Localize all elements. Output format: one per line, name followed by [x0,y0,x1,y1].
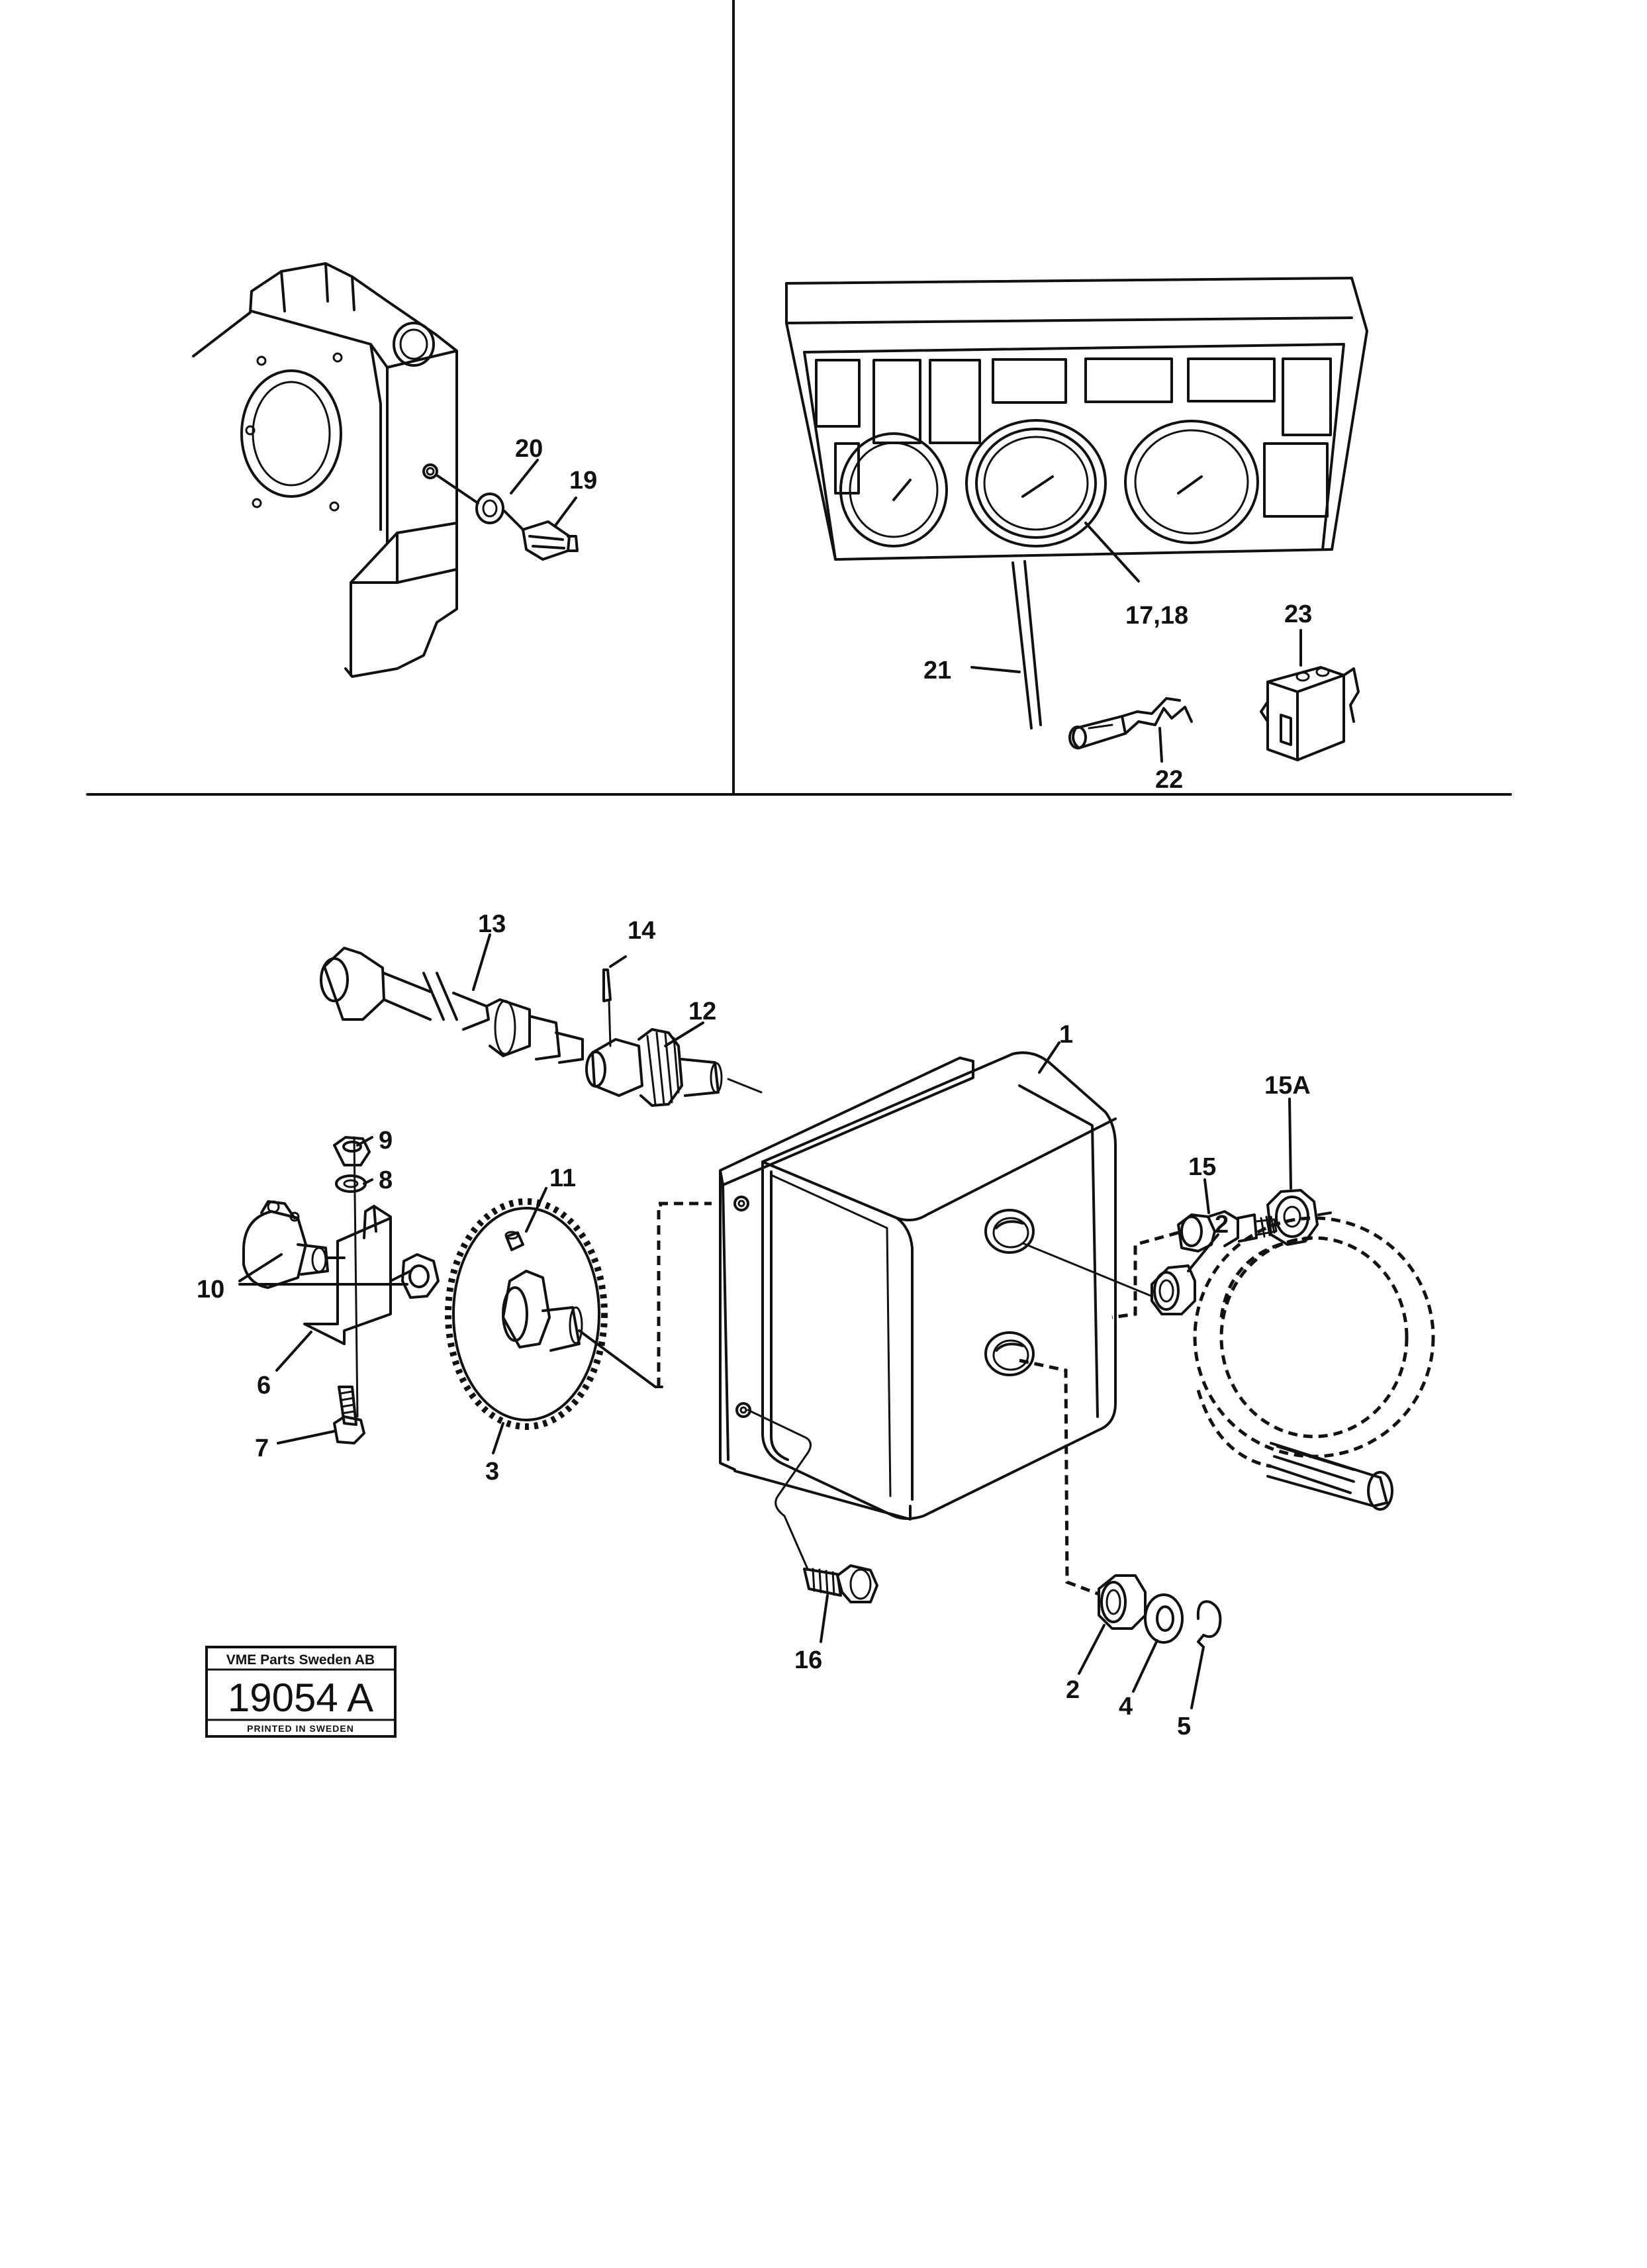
leader-8 [363,1178,373,1185]
stamp-number: 19054 A [228,1676,373,1720]
mount-axis [353,1136,359,1418]
leader-5 [1190,1646,1205,1709]
parts-stamp: VME Parts Sweden AB 19054 A PRINTED IN S… [205,1646,397,1738]
leader-2a [1187,1233,1219,1272]
leader-3 [492,1422,504,1454]
leader-16 [820,1594,829,1643]
leader-20 [510,459,539,495]
leader-9 [356,1136,373,1147]
leader-6 [275,1331,312,1372]
terminal-22 [1068,697,1193,749]
leader-2b [1078,1624,1106,1675]
assembly-line-2a [1021,1242,1153,1298]
leader-19 [553,496,577,528]
callout-4: 4 [1119,1693,1133,1721]
callout-5: 5 [1177,1713,1191,1740]
leader-22 [1158,727,1163,763]
leader-21 [970,666,1021,673]
gear-3 [445,1198,657,1430]
washer-8 [335,1174,367,1193]
pin-14 [602,969,612,1047]
leader-15 [1203,1178,1210,1214]
callout-12: 12 [688,998,716,1025]
callout-19: 19 [569,467,597,495]
leader-4 [1132,1639,1158,1693]
bushing-2-right [1151,1264,1196,1315]
bracket-6 [303,1205,412,1345]
callout-2-right: 2 [1215,1211,1229,1239]
callout-7: 7 [255,1435,269,1462]
nut-10 [401,1253,440,1299]
leader-11 [525,1187,547,1233]
callout-20: 20 [515,435,543,463]
leader-7 [277,1430,336,1444]
leader-12 [664,1021,704,1047]
callout-21: 21 [923,657,951,685]
callout-9: 9 [379,1127,393,1155]
callout-17-18: 17,18 [1125,602,1188,630]
bolt-7 [333,1386,365,1444]
leader-10a [238,1253,283,1282]
set-screw-11 [504,1231,524,1251]
callout-labels: 1 2 2 3 4 5 6 7 8 9 10 11 12 13 14 15 15… [197,435,1312,1740]
callout-15a: 15A [1264,1072,1311,1100]
instrument-panel [785,277,1368,561]
callout-2-lower: 2 [1066,1676,1080,1704]
callout-11: 11 [549,1164,576,1192]
assembly-path-gear [657,1203,662,1387]
gear-housing-1 [719,1051,1117,1521]
callout-22: 22 [1155,766,1183,794]
sensor-19 [436,474,579,561]
callout-6: 6 [257,1372,271,1399]
leader-1 [1038,1041,1060,1074]
callout-14: 14 [628,917,655,945]
callout-23: 23 [1284,600,1312,628]
stamp-company: VME Parts Sweden AB [226,1652,375,1668]
callout-16: 16 [794,1646,822,1674]
assembly-path-lower [1019,1358,1100,1596]
assembly-path-15 [1111,1231,1179,1319]
washer-4 [1144,1593,1184,1644]
connector-23 [1260,666,1360,761]
cable-21 [1012,560,1042,730]
drive-cover-dashed [1193,1216,1435,1511]
bolt-16 [747,1409,878,1603]
callout-15: 15 [1188,1153,1216,1181]
callout-1: 1 [1059,1021,1073,1049]
callout-3: 3 [485,1458,499,1486]
pulse-sensor-10 [242,1200,346,1289]
leader-14 [609,955,627,968]
leader-15a [1288,1098,1292,1190]
panel-dividers [86,0,1512,796]
shaft-13 [320,947,584,1064]
circlip-5 [1196,1600,1222,1648]
leader-13 [472,933,491,991]
gear-shaft-12 [585,1028,763,1107]
nut-9 [333,1136,371,1166]
callout-13: 13 [478,910,506,938]
leader-17-18 [1084,522,1140,583]
callout-8: 8 [379,1166,393,1194]
bushing-2-lower [1098,1574,1147,1630]
stamp-printed: PRINTED IN SWEDEN [247,1723,354,1734]
callout-10: 10 [197,1276,224,1303]
engine-housing [192,262,458,678]
